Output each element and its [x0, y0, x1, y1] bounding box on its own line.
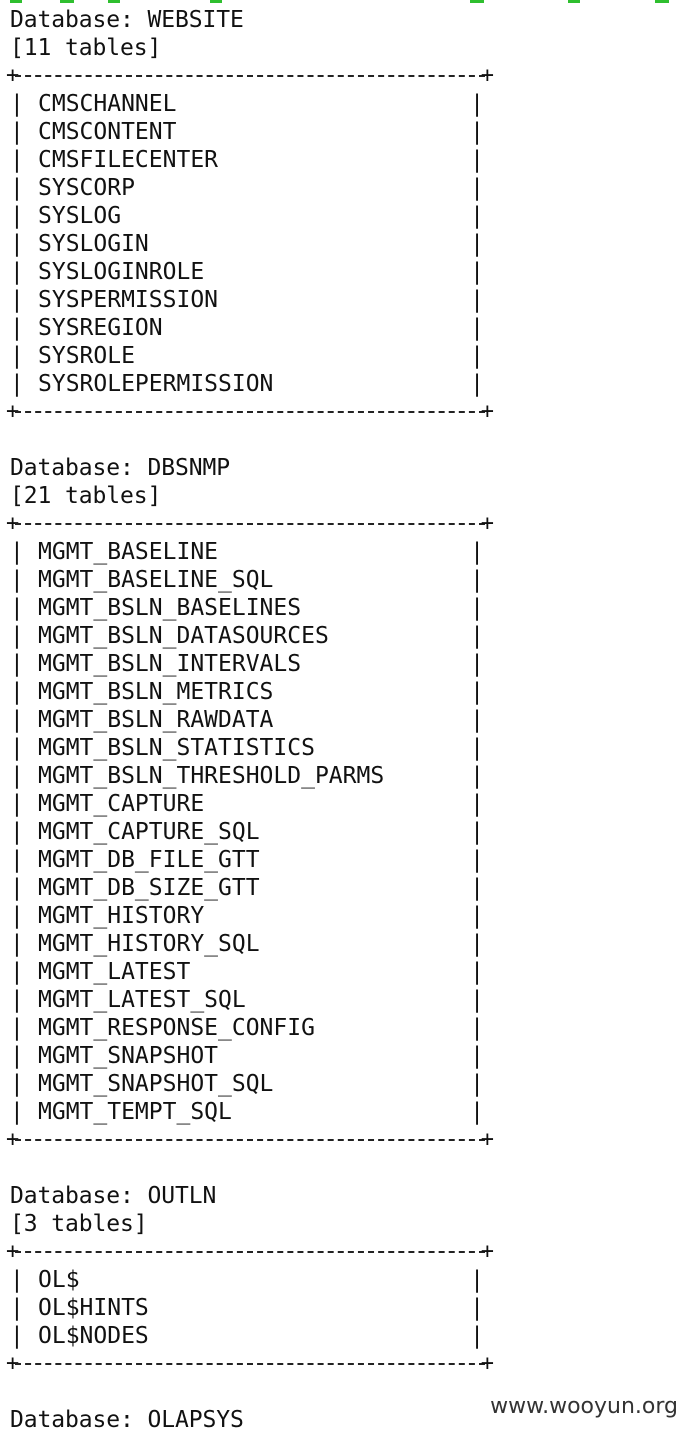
database-header: Database: DBSNMP: [10, 455, 230, 481]
table-name: MGMT_CAPTURE_SQL: [38, 819, 260, 845]
table-name: SYSROLEPERMISSION: [38, 371, 274, 397]
table-name: MGMT_SNAPSHOT: [38, 1043, 219, 1069]
table-row: |MGMT_SNAPSHOT_SQL|: [10, 1071, 484, 1097]
table-row: |MGMT_BSLN_DATASOURCES|: [10, 623, 484, 649]
table-name: CMSFILECENTER: [38, 147, 219, 173]
table-name: SYSROLE: [38, 343, 135, 369]
table-name: MGMT_BASELINE_SQL: [38, 567, 274, 593]
table-row: |MGMT_TEMPT_SQL|: [10, 1099, 484, 1125]
table-border-bottom: ++: [6, 399, 494, 424]
table-name: MGMT_BSLN_RAWDATA: [38, 707, 274, 733]
table-name: MGMT_BSLN_METRICS: [38, 679, 274, 705]
table-row: |MGMT_BSLN_RAWDATA|: [10, 707, 484, 733]
table-border-bottom: ++: [6, 1127, 494, 1152]
table-name: MGMT_BSLN_DATASOURCES: [38, 623, 329, 649]
table-border-top: ++: [6, 63, 494, 88]
table-count: [11 tables]: [10, 35, 162, 61]
table-border-top: ++: [6, 1239, 494, 1264]
table-name: MGMT_BSLN_STATISTICS: [38, 735, 315, 761]
table-row: |MGMT_DB_SIZE_GTT|: [10, 875, 484, 901]
table-row: |OL$|: [10, 1267, 484, 1293]
table-name: OL$NODES: [38, 1323, 149, 1349]
table-row: |SYSLOG|: [10, 203, 484, 229]
table-name: MGMT_RESPONSE_CONFIG: [38, 1015, 315, 1041]
watermark-text: www.wooyun.org: [490, 1394, 678, 1419]
table-row: |CMSFILECENTER|: [10, 147, 484, 173]
table-name: MGMT_LATEST: [38, 959, 191, 985]
database-header: Database: WEBSITE: [10, 7, 244, 33]
table-name: MGMT_TEMPT_SQL: [38, 1099, 232, 1125]
table-row: |OL$NODES|: [10, 1323, 484, 1349]
table-row: |SYSROLE|: [10, 343, 484, 369]
table-row: |MGMT_LATEST|: [10, 959, 484, 985]
table-row: |MGMT_BSLN_METRICS|: [10, 679, 484, 705]
table-name: CMSCHANNEL: [38, 91, 177, 117]
table-name: CMSCONTENT: [38, 119, 177, 145]
table-name: SYSLOGINROLE: [38, 259, 205, 285]
table-name: SYSREGION: [38, 315, 163, 341]
previous-command-fragment: [0, 0, 688, 5]
table-row: |SYSREGION|: [10, 315, 484, 341]
table-row: |SYSCORP|: [10, 175, 484, 201]
table-row: |MGMT_HISTORY_SQL|: [10, 931, 484, 957]
table-border-bottom: ++: [6, 1351, 494, 1376]
table-name: MGMT_DB_SIZE_GTT: [38, 875, 260, 901]
table-row: |CMSCONTENT|: [10, 119, 484, 145]
table-name: MGMT_BSLN_THRESHOLD_PARMS: [38, 763, 385, 789]
table-row: |SYSROLEPERMISSION|: [10, 371, 484, 397]
table-row: |MGMT_SNAPSHOT|: [10, 1043, 484, 1069]
table-border-top: ++: [6, 511, 494, 536]
table-name: MGMT_BSLN_BASELINES: [38, 595, 302, 621]
table-name: MGMT_HISTORY_SQL: [38, 931, 260, 957]
table-row: |MGMT_BSLN_BASELINES|: [10, 595, 484, 621]
table-name: MGMT_LATEST_SQL: [38, 987, 246, 1013]
table-row: |MGMT_BSLN_INTERVALS|: [10, 651, 484, 677]
table-name: SYSCORP: [38, 175, 135, 201]
table-name: MGMT_CAPTURE: [38, 791, 205, 817]
table-name: MGMT_SNAPSHOT_SQL: [38, 1071, 274, 1097]
table-name: SYSPERMISSION: [38, 287, 219, 313]
table-count: [21 tables]: [10, 483, 162, 509]
table-row: |MGMT_LATEST_SQL|: [10, 987, 484, 1013]
table-row: |CMSCHANNEL|: [10, 91, 484, 117]
table-row: |MGMT_RESPONSE_CONFIG|: [10, 1015, 484, 1041]
table-row: |SYSPERMISSION|: [10, 287, 484, 313]
table-row: |MGMT_CAPTURE_SQL|: [10, 819, 484, 845]
table-name: OL$HINTS: [38, 1295, 149, 1321]
table-row: |MGMT_BASELINE_SQL|: [10, 567, 484, 593]
table-row: |MGMT_BASELINE|: [10, 539, 484, 565]
table-row: |SYSLOGINROLE|: [10, 259, 484, 285]
table-name: SYSLOGIN: [38, 231, 149, 257]
table-name: OL$: [38, 1267, 80, 1293]
table-count: [3 tables]: [10, 1211, 148, 1237]
table-row: |MGMT_HISTORY|: [10, 903, 484, 929]
table-name: MGMT_DB_FILE_GTT: [38, 847, 260, 873]
table-name: MGMT_BSLN_INTERVALS: [38, 651, 302, 677]
table-row: |MGMT_BSLN_THRESHOLD_PARMS|: [10, 763, 484, 789]
table-row: |MGMT_BSLN_STATISTICS|: [10, 735, 484, 761]
table-row: |SYSLOGIN|: [10, 231, 484, 257]
table-row: |OL$HINTS|: [10, 1295, 484, 1321]
table-name: SYSLOG: [38, 203, 122, 229]
table-name: MGMT_HISTORY: [38, 903, 205, 929]
table-name: MGMT_BASELINE: [38, 539, 219, 565]
table-row: |MGMT_DB_FILE_GTT|: [10, 847, 484, 873]
database-header: Database: OLAPSYS: [10, 1407, 244, 1433]
database-header: Database: OUTLN: [10, 1183, 217, 1209]
table-row: |MGMT_CAPTURE|: [10, 791, 484, 817]
